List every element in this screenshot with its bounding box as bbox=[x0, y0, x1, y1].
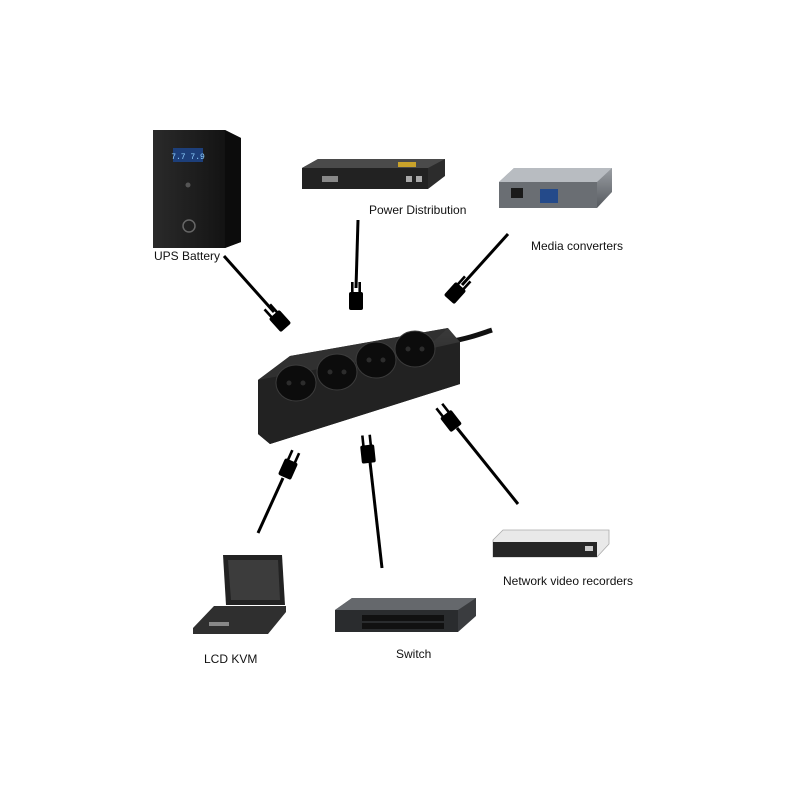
nvr-device bbox=[492, 529, 610, 558]
label-media-converters: Media converters bbox=[531, 239, 624, 253]
label-ups-battery: UPS Battery bbox=[154, 249, 221, 263]
cable-nvr bbox=[433, 401, 520, 505]
power-strip bbox=[258, 327, 493, 444]
switch-device bbox=[335, 598, 476, 632]
label-lcd-kvm: LCD KVM bbox=[204, 652, 258, 666]
cable-switch bbox=[359, 434, 384, 569]
ups-lcd-readout: 7.7 7.9 bbox=[171, 153, 205, 162]
cable-kvm bbox=[256, 448, 303, 534]
cable-media bbox=[443, 232, 510, 305]
power-distribution-device bbox=[302, 159, 445, 189]
label-network-video-recorders: Network video recorders bbox=[503, 574, 634, 588]
label-power-distribution: Power Distribution bbox=[369, 203, 467, 217]
ups-lcd-display bbox=[173, 148, 203, 162]
cable-ups bbox=[222, 255, 292, 333]
cable-pdu bbox=[349, 219, 363, 310]
strip-sockets bbox=[275, 330, 436, 402]
lcd-kvm-device bbox=[193, 555, 286, 634]
ups-battery-device: 7.7 7.9 bbox=[153, 130, 241, 248]
media-converter-device bbox=[499, 168, 612, 208]
label-switch: Switch bbox=[396, 647, 432, 661]
ups-logo-icon bbox=[182, 219, 196, 233]
